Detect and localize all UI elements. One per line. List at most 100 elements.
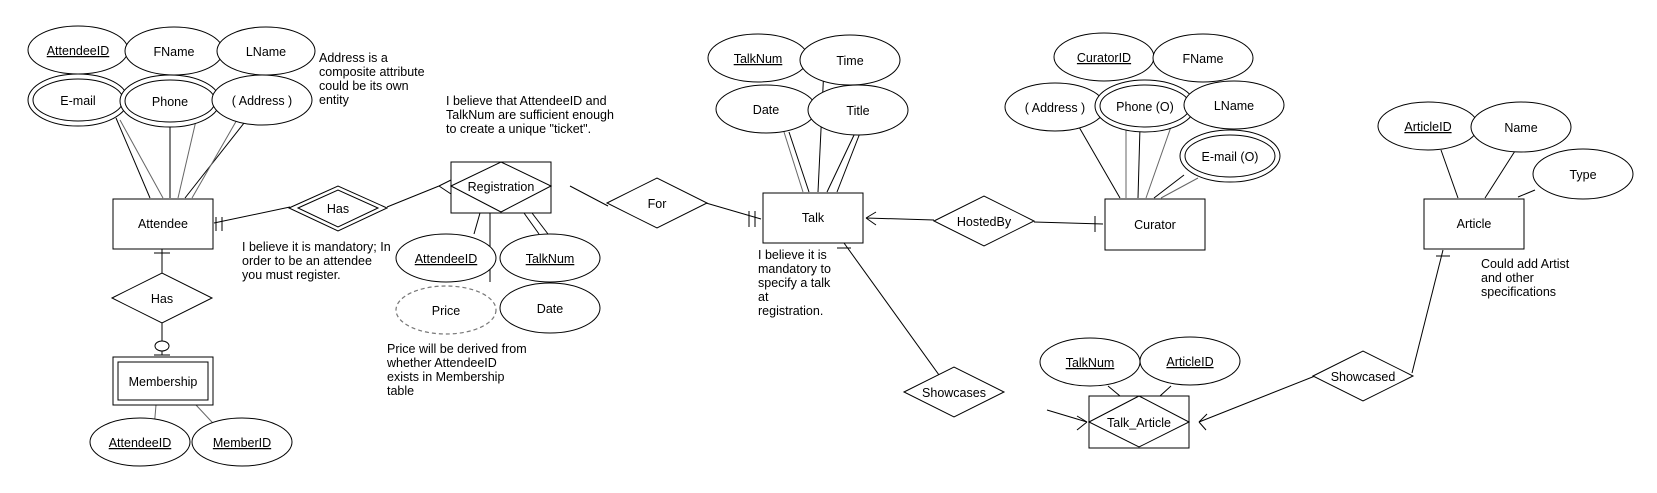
attr-label: Phone (O) bbox=[1116, 100, 1174, 114]
entity-curator[interactable]: Curator bbox=[1104, 198, 1206, 251]
note-line: Could add Artist bbox=[1481, 257, 1570, 271]
attr-talk-time[interactable]: Time bbox=[799, 34, 901, 86]
note-talk-mandatory: I believe it is mandatory to specify a t… bbox=[758, 248, 831, 318]
attr-article-type[interactable]: Type bbox=[1532, 148, 1634, 200]
attr-label: CuratorID bbox=[1077, 51, 1131, 65]
attr-membership-member-id[interactable]: MemberID bbox=[191, 417, 293, 467]
attr-label: Date bbox=[753, 103, 779, 117]
note-line: I believe that AttendeeID and bbox=[446, 94, 607, 108]
relationship-has-membership[interactable]: Has bbox=[110, 272, 214, 324]
attr-article-id[interactable]: ArticleID bbox=[1377, 101, 1479, 151]
attr-label: Date bbox=[537, 302, 563, 316]
attr-label: Type bbox=[1569, 168, 1596, 182]
entity-talk-article[interactable]: Talk_Article bbox=[1087, 395, 1191, 449]
attr-talk-talk-num[interactable]: TalkNum bbox=[707, 33, 809, 83]
attr-label: TalkNum bbox=[526, 252, 575, 266]
entity-label: Talk_Article bbox=[1107, 416, 1171, 430]
entity-label: Registration bbox=[468, 180, 535, 194]
attr-label: Name bbox=[1504, 121, 1537, 135]
attr-registration-talk-num[interactable]: TalkNum bbox=[499, 233, 601, 283]
attr-talk-article-talk-num[interactable]: TalkNum bbox=[1039, 337, 1141, 387]
entity-article[interactable]: Article bbox=[1423, 198, 1525, 250]
entity-label: Membership bbox=[129, 375, 198, 389]
attr-label: Price bbox=[432, 304, 461, 318]
attr-label: ArticleID bbox=[1166, 355, 1213, 369]
note-line: to create a unique "ticket". bbox=[446, 122, 591, 136]
attr-curator-email[interactable]: E-mail (O) bbox=[1179, 129, 1281, 183]
relationship-for[interactable]: For bbox=[605, 177, 709, 229]
note-line: exists in Membership bbox=[387, 370, 504, 384]
note-line: table bbox=[387, 384, 414, 398]
note-price: Price will be derived from whether Atten… bbox=[386, 342, 527, 398]
note-line: specify a talk bbox=[758, 276, 831, 290]
note-article: Could add Artist and other specification… bbox=[1481, 257, 1570, 299]
relationship-label: Has bbox=[151, 292, 173, 306]
entity-membership[interactable]: Membership bbox=[112, 356, 214, 406]
attr-label: ( Address ) bbox=[1025, 101, 1085, 115]
relationship-label: Has bbox=[327, 202, 349, 216]
attr-curator-address[interactable]: ( Address ) bbox=[1004, 82, 1106, 132]
relationship-lines bbox=[154, 179, 1450, 431]
note-line: TalkNum are sufficient enough bbox=[446, 108, 614, 122]
attr-talk-date[interactable]: Date bbox=[715, 84, 817, 134]
attr-attendee-address[interactable]: ( Address ) bbox=[211, 74, 313, 126]
note-line: Address is a bbox=[319, 51, 388, 65]
note-registration-mandatory: I believe it is mandatory; In order to b… bbox=[242, 240, 391, 282]
note-line: entity bbox=[319, 93, 350, 107]
relationship-label: Showcases bbox=[922, 386, 986, 400]
note-line: Price will be derived from bbox=[387, 342, 527, 356]
attr-label: FName bbox=[154, 45, 195, 59]
attr-attendee-id[interactable]: AttendeeID bbox=[27, 25, 129, 75]
attr-label: E-mail bbox=[60, 94, 95, 108]
attr-label: TalkNum bbox=[734, 52, 783, 66]
attr-label: TalkNum bbox=[1066, 356, 1115, 370]
attr-attendee-email[interactable]: E-mail bbox=[27, 73, 129, 127]
attr-label: Title bbox=[846, 104, 869, 118]
attr-label: ArticleID bbox=[1404, 120, 1451, 134]
attr-label: Phone bbox=[152, 95, 188, 109]
note-line: could be its own bbox=[319, 79, 409, 93]
attr-registration-price[interactable]: Price bbox=[395, 285, 497, 335]
attr-registration-date[interactable]: Date bbox=[499, 282, 601, 334]
attr-label: MemberID bbox=[213, 436, 271, 450]
attr-curator-lname[interactable]: LName bbox=[1183, 80, 1285, 130]
relationship-label: For bbox=[648, 197, 667, 211]
entity-label: Curator bbox=[1134, 218, 1176, 232]
note-line: and other bbox=[1481, 271, 1534, 285]
relationship-showcases[interactable]: Showcases bbox=[902, 366, 1006, 418]
attr-label: LName bbox=[246, 45, 286, 59]
attr-curator-fname[interactable]: FName bbox=[1152, 33, 1254, 83]
entity-label: Article bbox=[1457, 217, 1492, 231]
entity-attendee[interactable]: Attendee bbox=[112, 198, 214, 250]
relationship-showcased[interactable]: Showcased bbox=[1311, 350, 1415, 402]
note-line: I believe it is bbox=[758, 248, 827, 262]
entity-registration[interactable]: Registration bbox=[449, 161, 553, 214]
attr-registration-attendee-id[interactable]: AttendeeID bbox=[395, 233, 497, 283]
note-ticket: I believe that AttendeeID and TalkNum ar… bbox=[446, 94, 614, 136]
attr-talk-article-article-id[interactable]: ArticleID bbox=[1139, 336, 1241, 386]
note-line: mandatory to bbox=[758, 262, 831, 276]
entity-label: Talk bbox=[802, 211, 825, 225]
attr-talk-title[interactable]: Title bbox=[807, 84, 909, 136]
note-address: Address is a composite attribute could b… bbox=[319, 51, 425, 107]
attr-attendee-fname[interactable]: FName bbox=[124, 26, 224, 76]
entity-label: Attendee bbox=[138, 217, 188, 231]
attr-curator-phone[interactable]: Phone (O) bbox=[1094, 79, 1196, 133]
note-line: you must register. bbox=[242, 268, 341, 282]
entity-talk[interactable]: Talk bbox=[762, 192, 864, 244]
note-line: specifications bbox=[1481, 285, 1556, 299]
attr-article-name[interactable]: Name bbox=[1470, 101, 1572, 153]
attr-attendee-phone[interactable]: Phone bbox=[119, 74, 221, 128]
relationship-hosted-by[interactable]: HostedBy bbox=[932, 195, 1036, 247]
note-line: at bbox=[758, 290, 769, 304]
attr-attendee-lname[interactable]: LName bbox=[216, 26, 316, 76]
attr-label: LName bbox=[1214, 99, 1254, 113]
relationship-label: HostedBy bbox=[957, 215, 1012, 229]
attr-label: FName bbox=[1183, 52, 1224, 66]
attr-label: ( Address ) bbox=[232, 94, 292, 108]
relationship-has-registration[interactable]: Has bbox=[287, 185, 389, 232]
attr-membership-attendee-id[interactable]: AttendeeID bbox=[89, 417, 191, 467]
attr-curator-id[interactable]: CuratorID bbox=[1053, 32, 1155, 82]
attr-label: AttendeeID bbox=[415, 252, 478, 266]
